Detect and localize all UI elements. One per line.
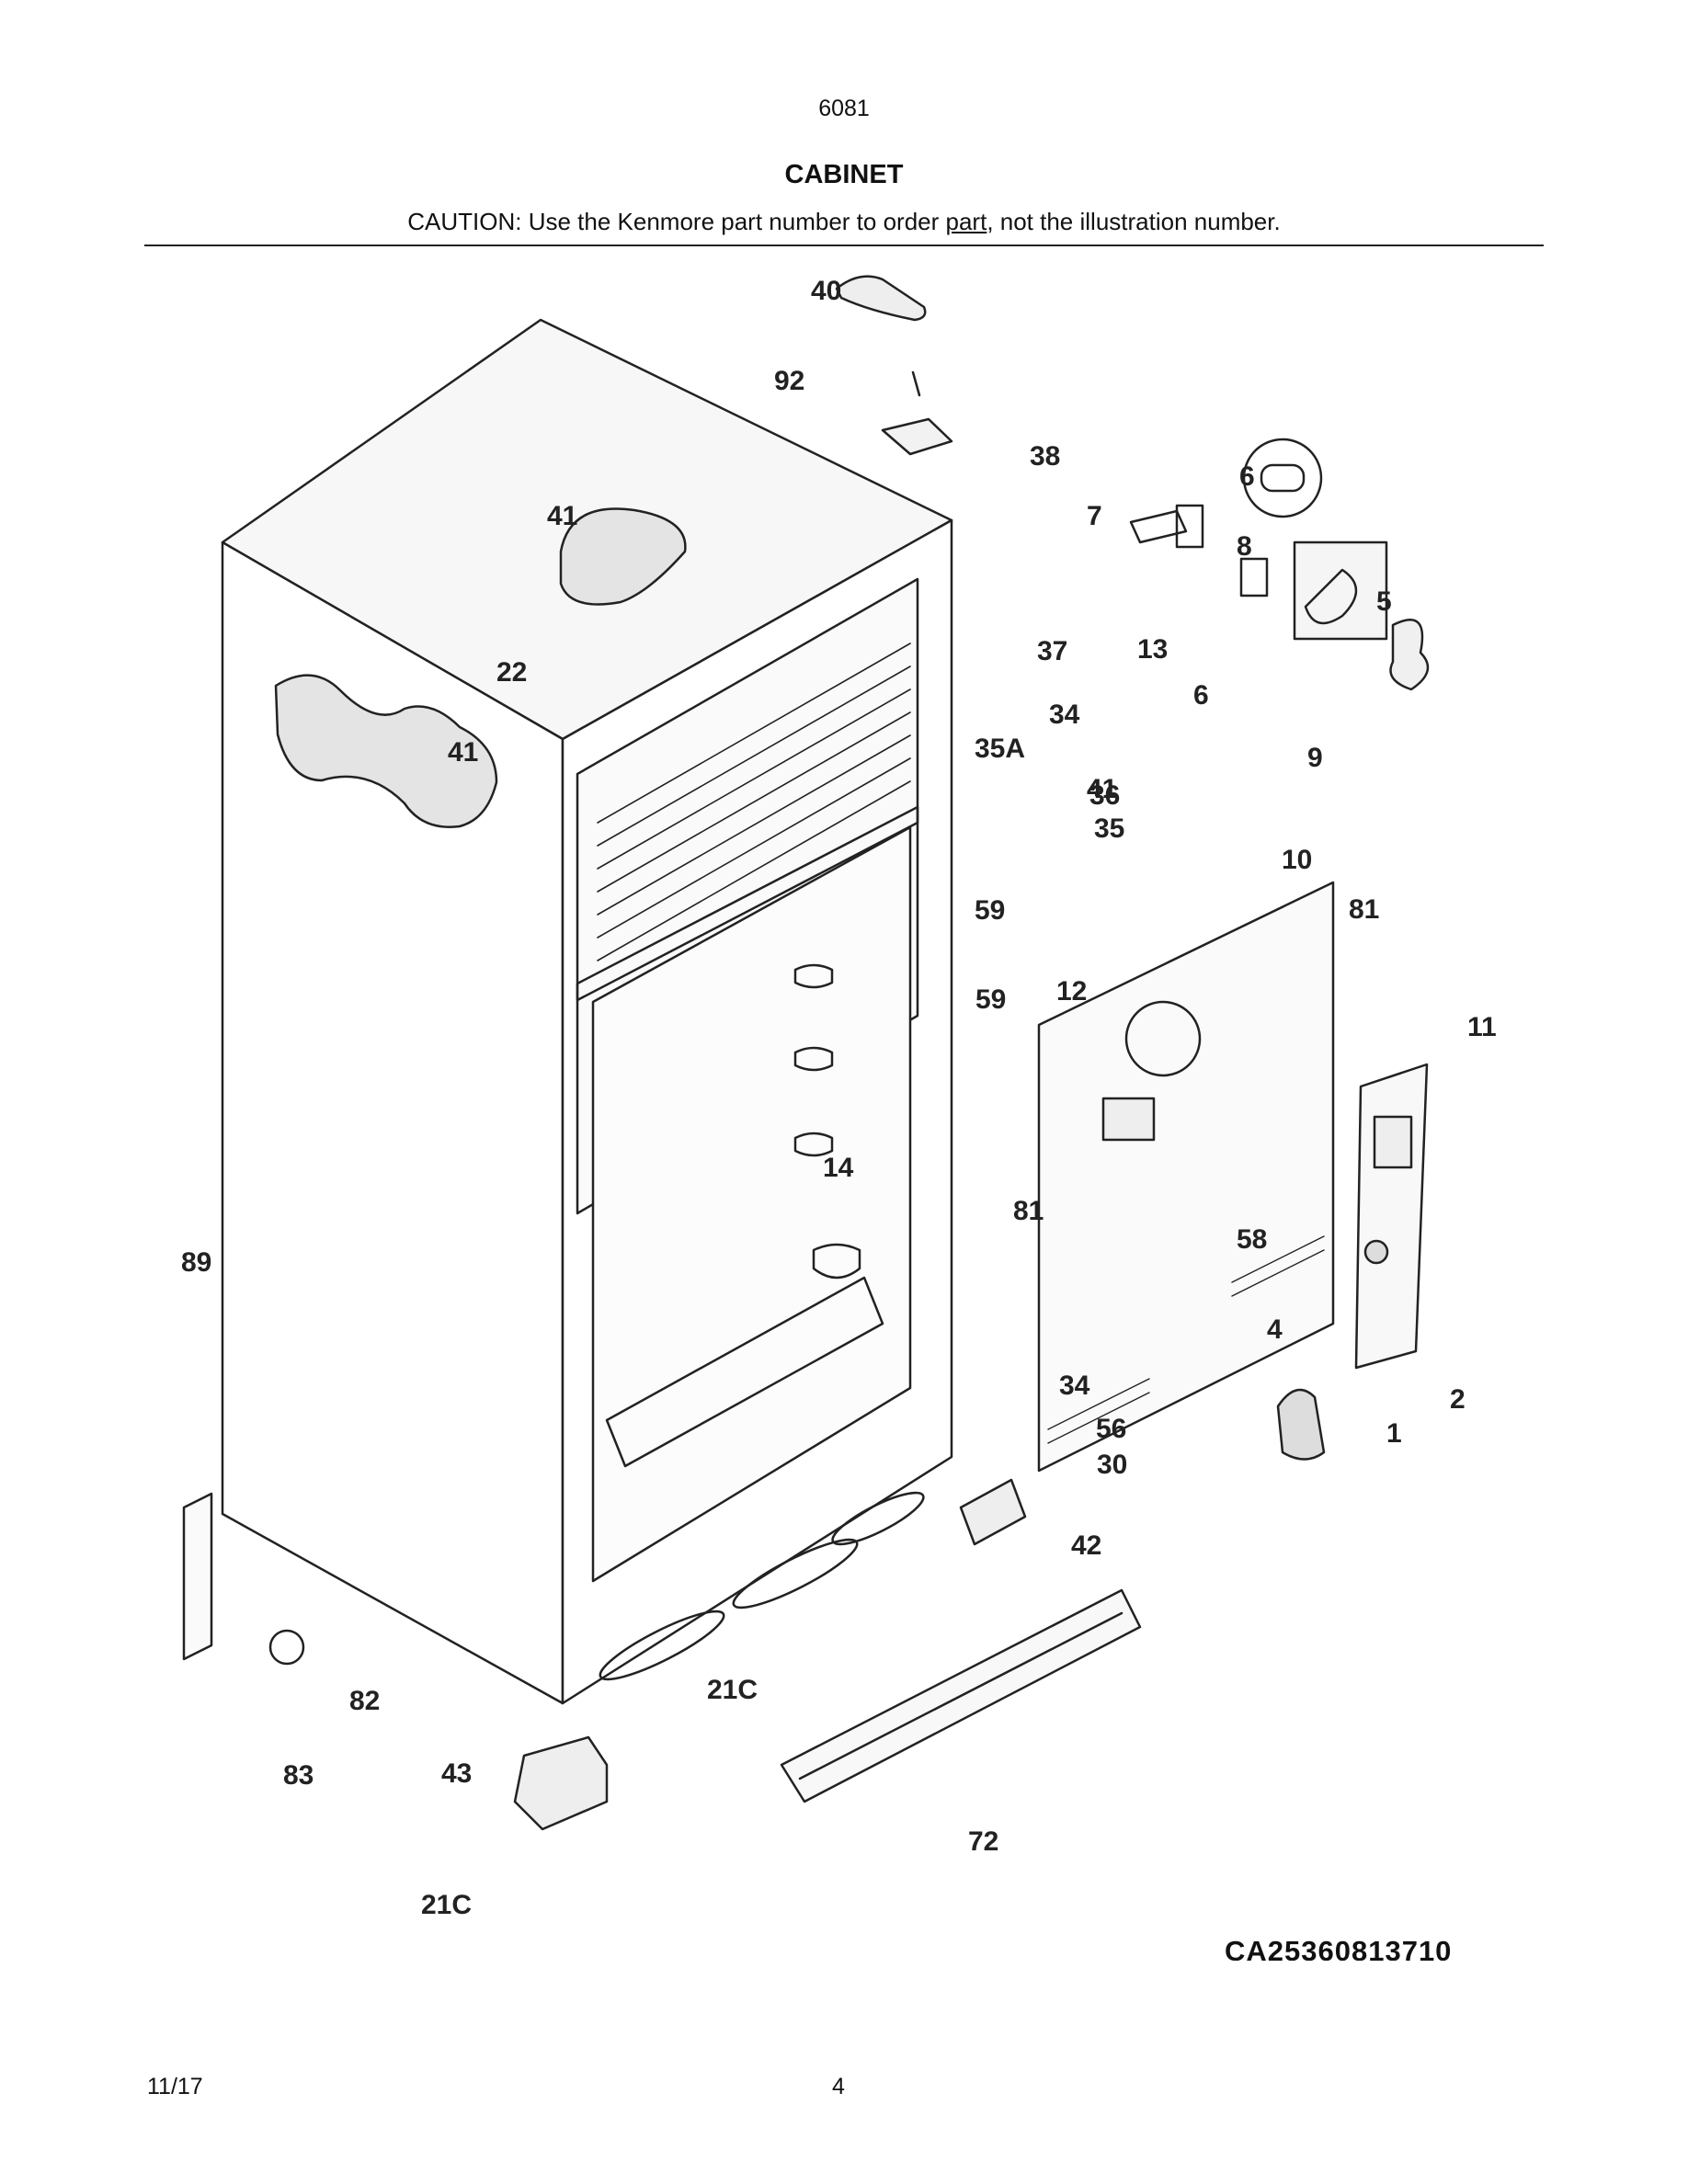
callout-label: 36 <box>1089 780 1120 811</box>
page-title: CABINET <box>784 160 904 189</box>
evaporator-cover <box>1037 881 1335 1473</box>
callout-label: 92 <box>774 366 804 396</box>
callout-label: 21C <box>421 1890 472 1920</box>
callout-label: 14 <box>823 1153 854 1183</box>
callout-label: 7 <box>1087 501 1102 531</box>
callout-label: 58 <box>1237 1224 1267 1255</box>
callout-label: 89 <box>181 1247 211 1278</box>
callout-label: 9 <box>1307 743 1323 773</box>
callout-label: 6 <box>1193 680 1209 711</box>
callout-label: 21C <box>707 1675 758 1705</box>
callout-label: 59 <box>975 984 1006 1015</box>
top-hinge-assembly <box>835 275 953 456</box>
cabinet-body <box>221 318 953 1705</box>
callout-label: 11 <box>1467 1012 1497 1042</box>
fan-motor-assembly <box>1129 438 1430 691</box>
callout-label: 72 <box>968 1826 998 1857</box>
illustration-code: CA25360813710 <box>1225 1935 1453 1961</box>
control-housing <box>1276 1063 1429 1461</box>
model-number: 6081 <box>818 96 870 121</box>
caution-text-end: , not the illustration number. <box>987 208 1281 235</box>
caution-part-word: part <box>945 208 987 235</box>
footer-date: 11/17 <box>147 2074 203 2099</box>
caution-note: CAUTION: Use the Kenmore part number to … <box>0 208 1688 236</box>
callout-label: 81 <box>1013 1196 1044 1226</box>
caution-text-start: CAUTION: Use the Kenmore part number to … <box>407 208 946 235</box>
callout-label: 35 <box>1094 813 1124 844</box>
callout-label: 42 <box>1071 1530 1101 1561</box>
callout-label: 1 <box>1386 1418 1402 1449</box>
callout-label: 13 <box>1137 634 1168 665</box>
callout-label: 34 <box>1049 700 1080 730</box>
callout-label: 22 <box>496 657 527 688</box>
lower-hinge-and-grille <box>182 1478 1142 1831</box>
callout-label: 59 <box>975 895 1005 926</box>
callout-label: 37 <box>1037 636 1067 666</box>
callout-label: 34 <box>1059 1371 1090 1401</box>
callout-label: 82 <box>349 1686 380 1716</box>
callout-label: 41 <box>448 737 478 768</box>
callout-label: 6 <box>1239 461 1255 492</box>
header-divider <box>144 245 1544 246</box>
callout-label: 4 <box>1267 1314 1283 1345</box>
callout-label: 35A <box>975 734 1025 764</box>
callout-label: 81 <box>1349 894 1379 925</box>
callout-label: 12 <box>1056 976 1087 1007</box>
callout-label: 38 <box>1030 441 1060 472</box>
callout-label: 2 <box>1450 1384 1466 1415</box>
callout-label: 41 <box>547 501 577 531</box>
callout-label: 41 <box>1087 774 1117 804</box>
callout-label: 30 <box>1097 1450 1127 1480</box>
callout-label: 56 <box>1096 1414 1126 1444</box>
callout-label: 40 <box>811 276 841 306</box>
callout-label: 43 <box>441 1758 472 1789</box>
page-number: 4 <box>832 2074 845 2099</box>
callout-label: 83 <box>283 1760 314 1791</box>
callout-label: 10 <box>1282 845 1312 875</box>
callout-label: 8 <box>1237 531 1252 562</box>
callout-label: 5 <box>1376 586 1392 617</box>
